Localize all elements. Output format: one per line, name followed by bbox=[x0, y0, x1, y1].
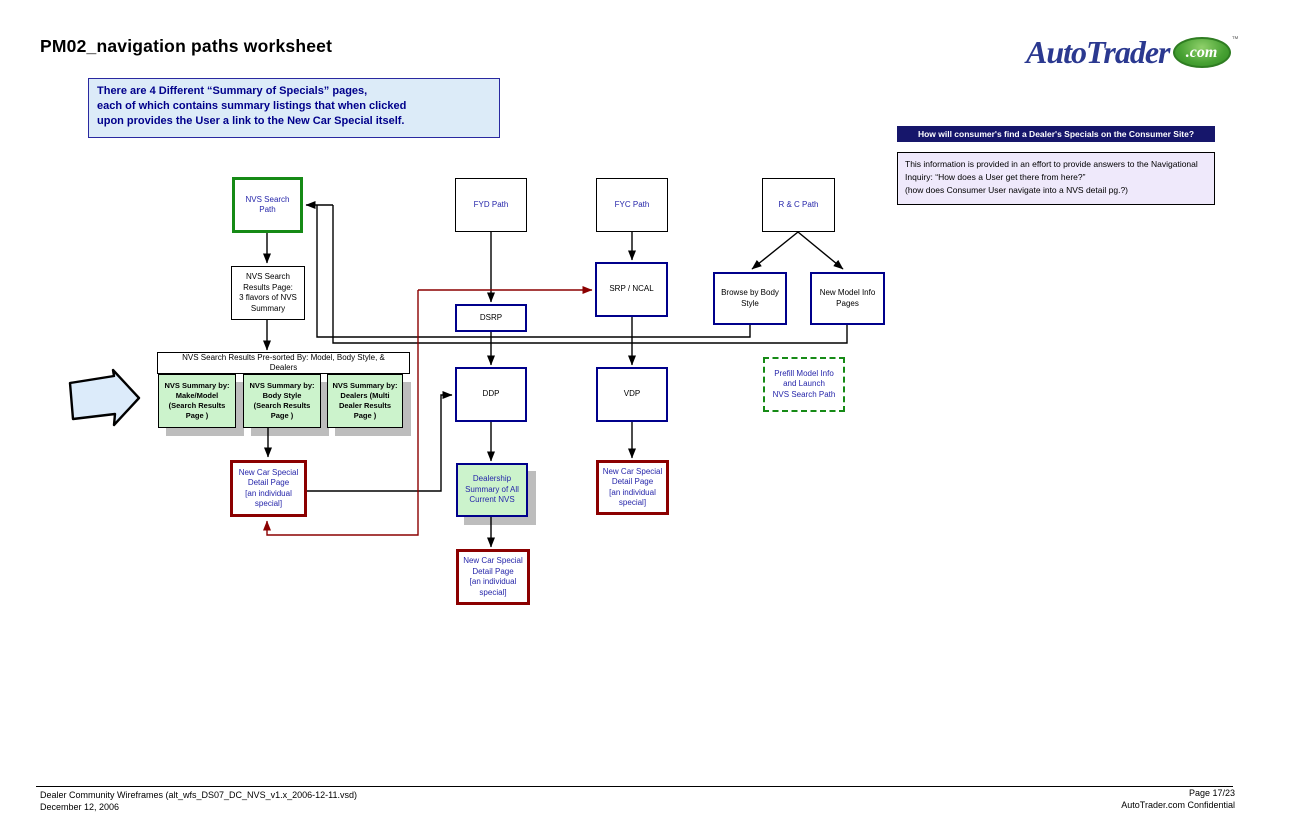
node-presorted-header: NVS Search Results Pre-sorted By: Model,… bbox=[157, 352, 410, 374]
node-label: DDP bbox=[482, 389, 500, 399]
node-label: FYD Path bbox=[473, 199, 509, 209]
node-nvs-summary-make-model: NVS Summary by: Make/Model (Search Resul… bbox=[158, 374, 236, 428]
logo-brand-text: AutoTrader bbox=[1026, 34, 1170, 70]
node-label: Prefill Model Info and Launch NVS Search… bbox=[772, 368, 836, 399]
node-label: Browse by Body Style bbox=[721, 288, 779, 308]
node-label: NVS Summary by: Body Style (Search Resul… bbox=[249, 381, 315, 420]
node-new-car-special-detail-bottom: New Car Special Detail Page [an individu… bbox=[456, 549, 530, 605]
node-rc-path: R & C Path bbox=[762, 178, 835, 232]
connector-browse-return-line bbox=[316, 205, 751, 338]
trademark-symbol: ™ bbox=[1231, 36, 1239, 43]
node-dealership-summary: Dealership Summary of All Current NVS bbox=[456, 463, 528, 517]
node-label: VDP bbox=[623, 389, 641, 399]
summary-note-box: There are 4 Different “Summary of Specia… bbox=[88, 78, 500, 138]
node-label: NVS Search Path bbox=[245, 194, 290, 215]
question-header-bar: How will consumer's find a Dealer's Spec… bbox=[897, 126, 1215, 142]
node-label: NVS Search Results Page: 3 flavors of NV… bbox=[239, 272, 297, 313]
node-fyc-path: FYC Path bbox=[596, 178, 668, 232]
node-label: New Model Info Pages bbox=[819, 288, 876, 308]
node-dsrp: DSRP bbox=[455, 304, 527, 332]
footer-separator bbox=[36, 786, 1233, 787]
node-label: R & C Path bbox=[778, 199, 819, 209]
node-srp-ncal: SRP / NCAL bbox=[595, 262, 668, 317]
node-vdp: VDP bbox=[596, 367, 668, 422]
node-new-car-special-detail-left: New Car Special Detail Page [an individu… bbox=[230, 460, 307, 517]
node-label: New Car Special Detail Page [an individu… bbox=[238, 467, 299, 509]
node-browse-by-body-style: Browse by Body Style bbox=[713, 272, 787, 325]
footer-confidential: AutoTrader.com Confidential bbox=[1121, 800, 1235, 810]
node-fyd-path: FYD Path bbox=[455, 178, 527, 232]
node-label: NVS Summary by: Dealers (Multi Dealer Re… bbox=[332, 381, 398, 420]
footer-date: December 12, 2006 bbox=[40, 802, 120, 812]
node-label: FYC Path bbox=[614, 199, 650, 209]
node-label: DSRP bbox=[479, 312, 503, 322]
connector-rc-to-browse bbox=[751, 231, 799, 270]
footer-right: Page 17/23 AutoTrader.com Confidential bbox=[1121, 787, 1235, 811]
node-nvs-search-path: NVS Search Path bbox=[232, 177, 303, 233]
autotrader-logo: AutoTrader .com ™ bbox=[1026, 34, 1239, 71]
node-nvs-search-results-page: NVS Search Results Page: 3 flavors of NV… bbox=[231, 266, 305, 320]
footer-doc-name: Dealer Community Wireframes (alt_wfs_DS0… bbox=[40, 790, 357, 800]
node-prefill-model-info: Prefill Model Info and Launch NVS Search… bbox=[763, 357, 845, 412]
footer-page-number: Page 17/23 bbox=[1188, 788, 1235, 798]
node-nvs-summary-dealers: NVS Summary by: Dealers (Multi Dealer Re… bbox=[327, 374, 403, 428]
node-nvs-summary-body-style: NVS Summary by: Body Style (Search Resul… bbox=[243, 374, 321, 428]
node-label: Dealership Summary of All Current NVS bbox=[465, 474, 519, 505]
navigational-info-box: This information is provided in an effor… bbox=[897, 152, 1215, 205]
big-block-arrow bbox=[68, 368, 141, 427]
node-label: NVS Search Results Pre-sorted By: Model,… bbox=[182, 352, 385, 373]
connector-rc-to-newmodel bbox=[797, 231, 844, 270]
node-label: SRP / NCAL bbox=[609, 284, 654, 294]
node-label: New Car Special Detail Page [an individu… bbox=[602, 466, 663, 508]
node-ddp: DDP bbox=[455, 367, 527, 422]
page-title: PM02_navigation paths worksheet bbox=[40, 36, 333, 56]
footer-left: Dealer Community Wireframes (alt_wfs_DS0… bbox=[40, 789, 357, 813]
node-new-car-special-detail-right: New Car Special Detail Page [an individu… bbox=[596, 460, 669, 515]
node-label: New Car Special Detail Page [an individu… bbox=[463, 556, 523, 597]
logo-com-badge: .com bbox=[1172, 37, 1231, 68]
node-new-model-info-pages: New Model Info Pages bbox=[810, 272, 885, 325]
node-label: NVS Summary by: Make/Model (Search Resul… bbox=[164, 381, 230, 420]
